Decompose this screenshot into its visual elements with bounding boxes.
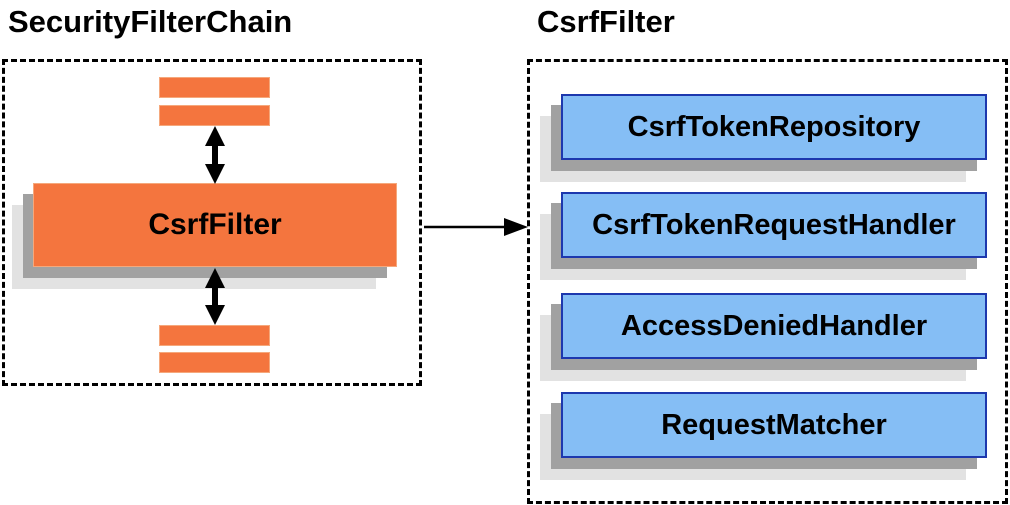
csrf-filter-node-label: CsrfFilter bbox=[148, 208, 282, 241]
component-label: CsrfTokenRequestHandler bbox=[592, 208, 956, 241]
component-node-csrf-token-request-handler: CsrfTokenRequestHandler bbox=[561, 192, 987, 258]
component-node-csrf-token-repository: CsrfTokenRepository bbox=[561, 94, 987, 160]
csrf-filter-node: CsrfFilter bbox=[33, 183, 397, 267]
component-label: RequestMatcher bbox=[661, 408, 887, 441]
filter-placeholder-bar-bottom-1 bbox=[159, 325, 270, 346]
component-label: CsrfTokenRepository bbox=[627, 110, 921, 143]
flow-arrow-left-to-right bbox=[424, 218, 528, 236]
component-node-access-denied-handler: AccessDeniedHandler bbox=[561, 293, 987, 359]
left-panel-title: SecurityFilterChain bbox=[8, 4, 293, 39]
csrf-filter-components-panel: CsrfTokenRepository CsrfTokenRequestHand… bbox=[527, 59, 1008, 504]
filter-placeholder-bar-top-1 bbox=[159, 77, 270, 98]
filter-placeholder-bar-bottom-2 bbox=[159, 352, 270, 373]
security-filter-chain-panel: CsrfFilter bbox=[2, 59, 422, 386]
filter-placeholder-bar-top-2 bbox=[159, 105, 270, 126]
component-label: AccessDeniedHandler bbox=[620, 309, 928, 342]
component-node-request-matcher: RequestMatcher bbox=[561, 392, 987, 458]
right-panel-title: CsrfFilter bbox=[537, 4, 675, 39]
